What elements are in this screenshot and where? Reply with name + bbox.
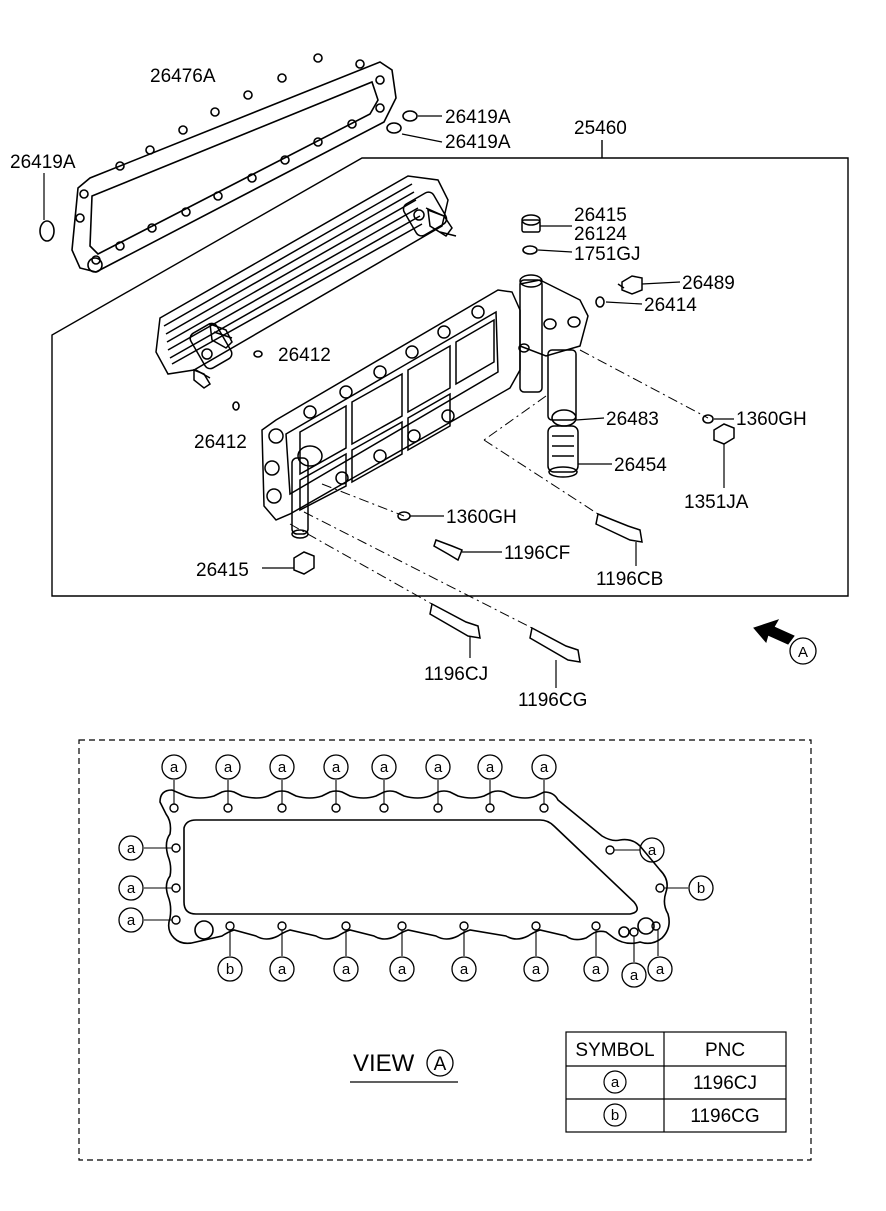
legend-symbol: b <box>611 1107 619 1124</box>
callout-a: a <box>532 961 541 978</box>
callout-b: b <box>226 961 234 978</box>
callout-a: a <box>380 759 389 776</box>
label-26476A: 26476A <box>150 66 216 87</box>
gasket-view <box>159 789 670 945</box>
label-25460: 25460 <box>574 118 627 139</box>
label-1196CB: 1196CB <box>596 569 663 590</box>
callout-a: a <box>127 880 136 897</box>
label-26124: 26124 <box>574 224 627 245</box>
legend-pnc: 1196CG <box>690 1106 759 1127</box>
callout-a: a <box>486 759 495 776</box>
view-leaders <box>144 780 688 962</box>
view-title-text: VIEW <box>353 1050 415 1077</box>
label-1351JA: 1351JA <box>684 492 749 513</box>
label-1196CJ: 1196CJ <box>424 664 488 685</box>
gasket-holes <box>169 803 665 937</box>
symbol-callout-letters: a a a a a a a a a a a a b b a a a a a a … <box>127 759 705 984</box>
guide-lines <box>289 349 709 629</box>
view-title-letter: A <box>434 1054 447 1075</box>
callout-b: b <box>697 880 705 897</box>
small-hardware <box>193 208 735 663</box>
callout-a: a <box>278 759 287 776</box>
view-a-title: VIEW A <box>350 1049 458 1083</box>
callout-a: a <box>224 759 233 776</box>
callout-a: a <box>398 961 407 978</box>
view-a-marker: A <box>753 619 817 665</box>
callout-a: a <box>460 961 469 978</box>
callout-a: a <box>434 759 443 776</box>
label-26419A: 26419A <box>10 152 76 173</box>
callout-a: a <box>630 967 639 984</box>
legend-pnc: 1196CJ <box>693 1073 757 1094</box>
view-a-frame <box>78 739 812 1161</box>
assembly-frame <box>51 140 849 597</box>
label-26454: 26454 <box>614 455 667 476</box>
label-26412: 26412 <box>278 345 331 366</box>
callout-a: a <box>127 912 136 929</box>
label-26419A: 26419A <box>445 132 511 153</box>
legend-header-pnc: PNC <box>705 1040 745 1061</box>
label-26415: 26415 <box>196 560 249 581</box>
callout-a: a <box>656 961 665 978</box>
oil-filter-housing <box>261 274 589 539</box>
label-26415: 26415 <box>574 205 627 226</box>
callout-a: a <box>592 961 601 978</box>
label-1196CG: 1196CG <box>518 690 587 711</box>
label-26412: 26412 <box>194 432 247 453</box>
callout-a: a <box>342 961 351 978</box>
callout-a: a <box>278 961 287 978</box>
label-26489: 26489 <box>682 273 735 294</box>
label-1360GH: 1360GH <box>446 507 517 528</box>
callout-a: a <box>540 759 549 776</box>
label-26483: 26483 <box>606 409 659 430</box>
label-26419A: 26419A <box>445 107 511 128</box>
gasket-26476A <box>71 53 397 273</box>
callout-a: a <box>648 842 657 859</box>
symbol-callouts <box>118 754 714 988</box>
callout-a: a <box>170 759 179 776</box>
view-arrow-icon <box>753 619 795 645</box>
label-1196CF: 1196CF <box>504 543 570 564</box>
legend-symbol: a <box>611 1074 620 1091</box>
leader-lines <box>43 115 734 688</box>
view-marker-letter: A <box>798 644 808 661</box>
legend-header-symbol: SYMBOL <box>575 1040 654 1061</box>
legend-table: SYMBOL PNC a 1196CJ b 1196CG <box>565 1031 787 1133</box>
callout-a: a <box>127 840 136 857</box>
label-1751GJ: 1751GJ <box>574 244 641 265</box>
label-26414: 26414 <box>644 295 697 316</box>
part-labels: 26476A 26419A 26419A 26419A 25460 26415 … <box>10 66 807 711</box>
label-1360GH: 1360GH <box>736 409 807 430</box>
callout-a: a <box>332 759 341 776</box>
